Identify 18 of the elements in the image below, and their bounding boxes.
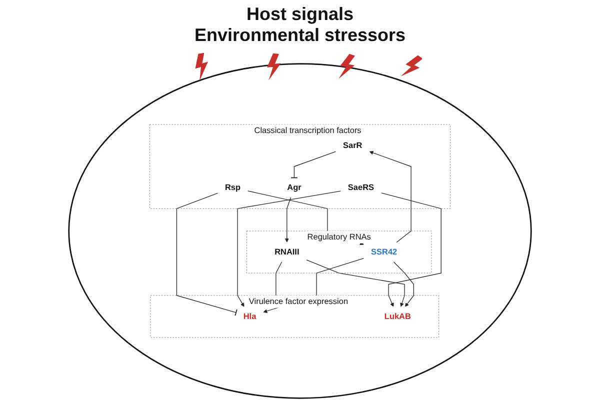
arrow — [369, 150, 412, 243]
node-text: RNAIII — [274, 247, 300, 256]
node-text: Hla — [243, 312, 256, 321]
connector — [290, 151, 336, 178]
arrow — [284, 197, 292, 242]
arrow — [381, 192, 442, 307]
node-text: SaeRS — [348, 182, 374, 192]
node-text: LukAB — [384, 312, 411, 321]
heading-text: Environmental stressors — [194, 25, 406, 46]
arrow — [306, 260, 405, 307]
node-text: SSR42 — [371, 247, 398, 256]
cluster — [68, 63, 532, 399]
node-text: SarR — [343, 140, 362, 150]
connector — [176, 192, 238, 316]
arrow — [393, 262, 414, 307]
node-text: Agr — [287, 182, 302, 192]
heading-text: Host signals — [246, 4, 354, 25]
node-text: Rsp — [224, 182, 240, 192]
